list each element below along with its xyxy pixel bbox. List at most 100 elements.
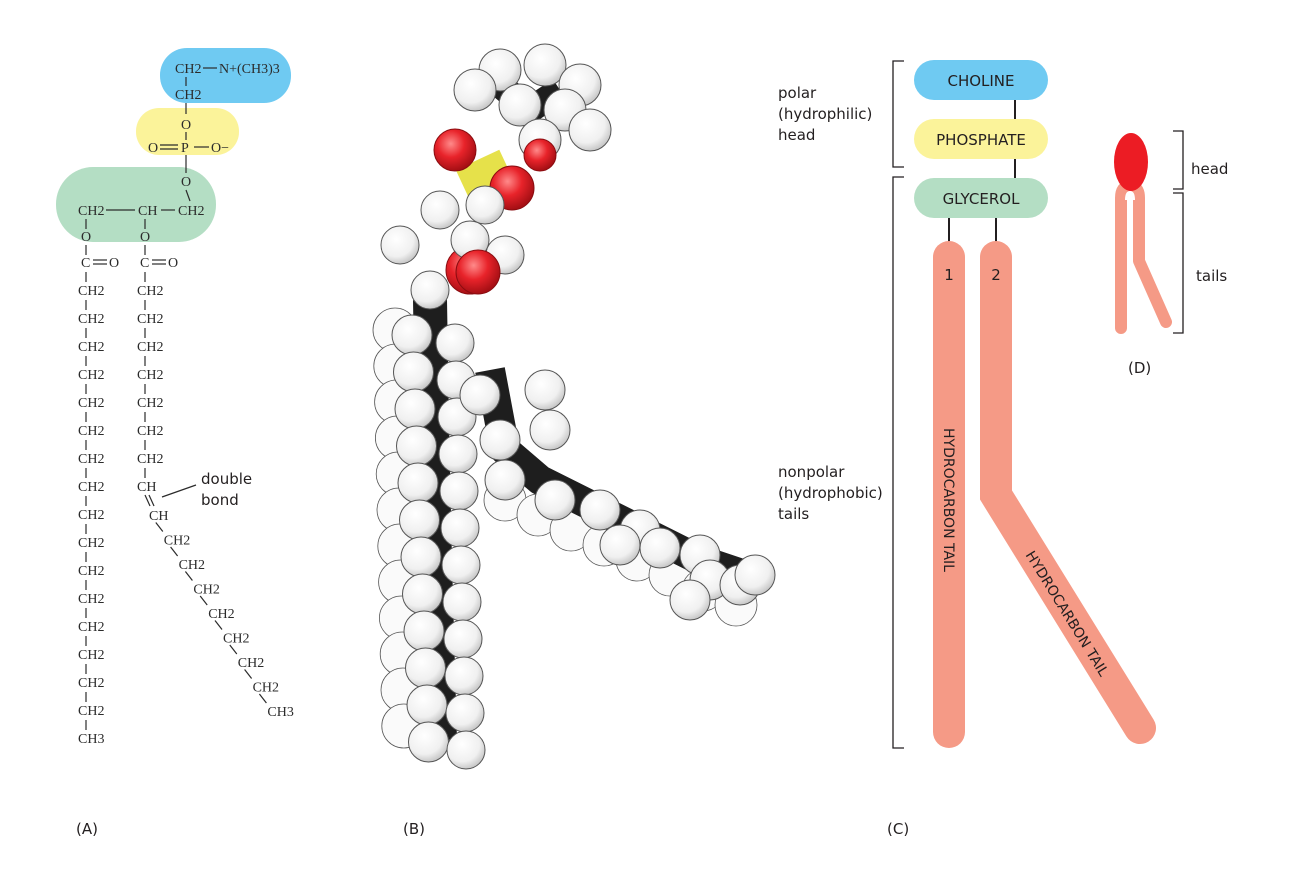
phosphate-highlight [136, 108, 239, 155]
phosphate-o-top: O [181, 118, 191, 133]
chain-1-carbon: CH2 [78, 340, 104, 355]
chain-2-carbon: CH2 [137, 340, 163, 355]
panel-b-caption: (B) [403, 820, 425, 838]
hydrogen-atom [393, 351, 434, 393]
hydrogen-atom [734, 554, 776, 596]
hydrogen-atom [523, 43, 567, 87]
hydrogen-atom [408, 721, 449, 763]
single-bond [244, 669, 253, 679]
tail-1-number: 1 [944, 266, 954, 284]
double-bond-label-line2: bond [201, 491, 239, 509]
oxygen-atom [455, 249, 501, 295]
space-filling-model [372, 43, 776, 770]
chain-2-carbon: CH2 [137, 312, 163, 327]
chain-1-carbon: CH2 [78, 704, 104, 719]
phosphate-pill [914, 119, 1048, 159]
choline-label: CHOLINE [947, 72, 1014, 90]
chain-2-carbon: CH2 [137, 396, 163, 411]
single-bond [214, 620, 223, 630]
polar-head-label-2: (hydrophilic) [778, 105, 872, 123]
tails-bracket [892, 176, 904, 749]
chain-2-carbon: CH [137, 480, 156, 495]
polar-head-label-1: polar [778, 84, 817, 102]
chain-1-carbon: CH2 [78, 620, 104, 635]
single-bond [184, 571, 193, 581]
carbonyl-o-2: O [168, 256, 178, 271]
hydrogen-atom [442, 582, 482, 622]
chain-1-carbon: CH2 [78, 368, 104, 383]
trimethylammonium-group: N+(CH3)3 [219, 62, 280, 77]
hydrogen-atom [402, 573, 443, 615]
chain-2-kinked-carbon: CH3 [267, 705, 293, 720]
carbonyl-c-1: C [81, 256, 90, 271]
hydrogen-atom [438, 434, 478, 474]
single-bond [155, 522, 164, 532]
ester-o-1: O [81, 230, 91, 245]
panel-a-caption: (A) [76, 820, 98, 838]
chain-1-carbon: CH3 [78, 732, 104, 747]
double-bond [144, 494, 151, 507]
hydrogen-atom [579, 489, 621, 531]
ester-o-2: O [140, 230, 150, 245]
hydrogen-atom [445, 693, 485, 733]
carbonyl-o-1: O [109, 256, 119, 271]
hydrogen-atom [405, 647, 446, 689]
double-bond-leader-line [161, 484, 197, 498]
hydrogen-atom [529, 409, 571, 451]
tail-1-label: HYDROCARBON TAIL [940, 428, 956, 572]
single-bond [258, 693, 267, 704]
phosphate-label: PHOSPHATE [936, 131, 1026, 149]
head-bracket [892, 60, 904, 168]
phosphate-o-double: O [148, 141, 158, 156]
hydrocarbon-tail-2 [980, 241, 1156, 744]
chain-2-kinked-carbon: CH2 [208, 607, 234, 622]
hydrogen-atom [443, 619, 483, 659]
nonpolar-tail-label-1: nonpolar [778, 463, 845, 481]
hydrogen-atom [444, 656, 484, 696]
tail-2-label: HYDROCARBON TAIL [1022, 548, 1111, 679]
chain-2-kinked-carbon: CH2 [253, 681, 279, 696]
chain-1-carbon: CH2 [78, 284, 104, 299]
chain-2-kinked-carbon: CH2 [179, 558, 205, 573]
simplified-tails [1115, 180, 1172, 334]
head-label-d: head [1191, 160, 1228, 178]
panel-d-icon: head tails (D) [1114, 130, 1228, 377]
hydrogen-atom [420, 190, 460, 230]
hydrogen-atom [599, 524, 641, 566]
panel-c-caption: (C) [887, 820, 909, 838]
chain-1-carbon: CH2 [78, 564, 104, 579]
phosphorus: P [181, 141, 189, 156]
chain-1-carbon: CH2 [78, 312, 104, 327]
panel-d-caption: (D) [1128, 359, 1151, 377]
panel-b-space-filling-model: (B) [372, 43, 776, 838]
panel-c-schematic: polar (hydrophilic) head nonpolar (hydro… [778, 60, 1156, 838]
polar-head-label-3: head [778, 126, 815, 144]
hydrogen-atom [498, 83, 542, 127]
single-bond [229, 644, 238, 655]
chain-2-carbon: CH2 [137, 284, 163, 299]
chain-1-carbon: CH2 [78, 424, 104, 439]
glycerol-c2: CH [138, 204, 157, 219]
double-bond-label-line1: double [201, 470, 252, 488]
chain-1-carbon: CH2 [78, 648, 104, 663]
chain-1-carbon: CH2 [78, 396, 104, 411]
hydrogen-atom [403, 610, 445, 652]
hydrogen-atom [459, 374, 501, 416]
hydrogen-atom [394, 388, 436, 430]
oxygen-atom [523, 138, 557, 172]
nonpolar-tail-label-2: (hydrophobic) [778, 484, 883, 502]
tails-label-d: tails [1196, 267, 1227, 285]
glycerol-pill [914, 178, 1048, 218]
phosphate-o-minus: O− [211, 141, 229, 156]
hydrogen-atom [440, 508, 480, 548]
hydrogen-atom [439, 471, 479, 511]
tail-2-number: 2 [991, 266, 1001, 284]
choline-ch2-top: CH2 [175, 62, 201, 77]
hydrogen-atom [484, 459, 526, 501]
fatty-acid-chains: CH2CH2CH2CH2CH2CH2CH2CH2CH2CH2CH2CH2CH2C… [78, 272, 294, 747]
oxygen-atom [433, 128, 477, 172]
hydrogen-atom [465, 185, 505, 225]
chain-1-carbon: CH2 [78, 592, 104, 607]
panel-a-structural-formula: CH2 N+(CH3)3 CH2 O O P O− O CH2 CH CH2 O… [56, 48, 294, 838]
